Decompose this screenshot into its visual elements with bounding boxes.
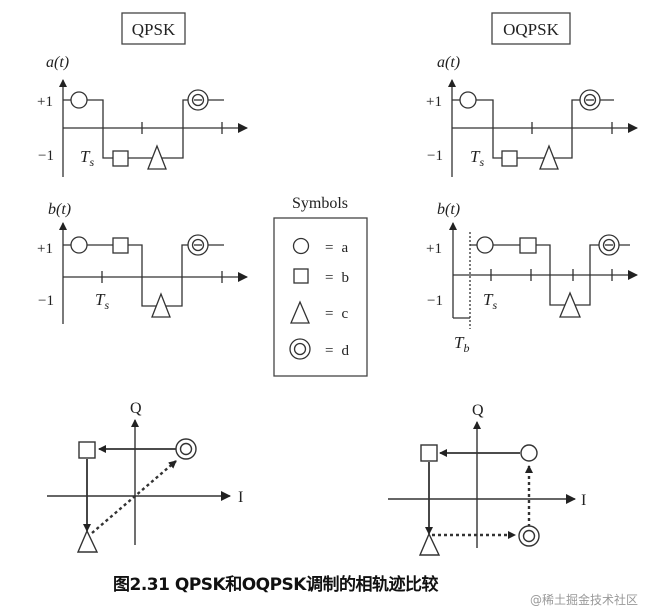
legend-item-b: =b: [325, 270, 349, 286]
legend-square-icon: [293, 268, 309, 284]
oqpsk-b-label: b(t): [437, 201, 460, 218]
qpsk-a-Ts: Ts: [80, 147, 94, 169]
oqpsk-b-minus1: −1: [427, 293, 443, 309]
legend-item-d: =d: [325, 343, 349, 359]
qpsk-i-label: I: [238, 489, 243, 506]
oqpsk-a-waveform: [448, 79, 638, 177]
legend-title: Symbols: [292, 195, 348, 212]
qpsk-a-waveform: [59, 79, 248, 177]
qpsk-a-label: a(t): [46, 54, 69, 71]
qpsk-b-waveform: [59, 222, 248, 324]
legend-item-a: =a: [325, 240, 348, 256]
oqpsk-a-Ts: Ts: [470, 147, 484, 169]
qpsk-title-box: QPSK: [121, 12, 186, 45]
qpsk-a-minus1: −1: [38, 148, 54, 164]
qpsk-b-label: b(t): [48, 201, 71, 218]
qpsk-b-minus1: −1: [38, 293, 54, 309]
symbols-legend: =a =b =c =d: [273, 217, 368, 377]
qpsk-a-plus1: +1: [37, 94, 53, 110]
oqpsk-q-label: Q: [472, 402, 484, 419]
oqpsk-b-plus1: +1: [426, 241, 442, 257]
watermark: @稀土掘金技术社区: [529, 593, 638, 607]
qpsk-title: QPSK: [132, 20, 176, 39]
qpsk-constellation: [47, 419, 231, 553]
oqpsk-a-minus1: −1: [427, 148, 443, 164]
oqpsk-a-label: a(t): [437, 54, 460, 71]
legend-item-c: =c: [325, 306, 348, 322]
legend-circle-icon: [292, 237, 310, 255]
oqpsk-title: OQPSK: [503, 20, 559, 39]
qpsk-b-plus1: +1: [37, 241, 53, 257]
figure-caption: 图2.31 QPSK和OQPSK调制的相轨迹比较: [113, 575, 438, 595]
oqpsk-title-box: OQPSK: [491, 12, 571, 45]
oqpsk-constellation: [388, 421, 576, 556]
oqpsk-b-Tb: Tb: [454, 333, 469, 355]
oqpsk-b-Ts: Ts: [483, 290, 497, 312]
qpsk-b-Ts: Ts: [95, 290, 109, 312]
legend-triangle-icon: [290, 300, 310, 324]
oqpsk-i-label: I: [581, 492, 586, 509]
oqpsk-a-plus1: +1: [426, 94, 442, 110]
oqpsk-b-waveform: [449, 222, 638, 329]
qpsk-q-label: Q: [130, 400, 142, 417]
